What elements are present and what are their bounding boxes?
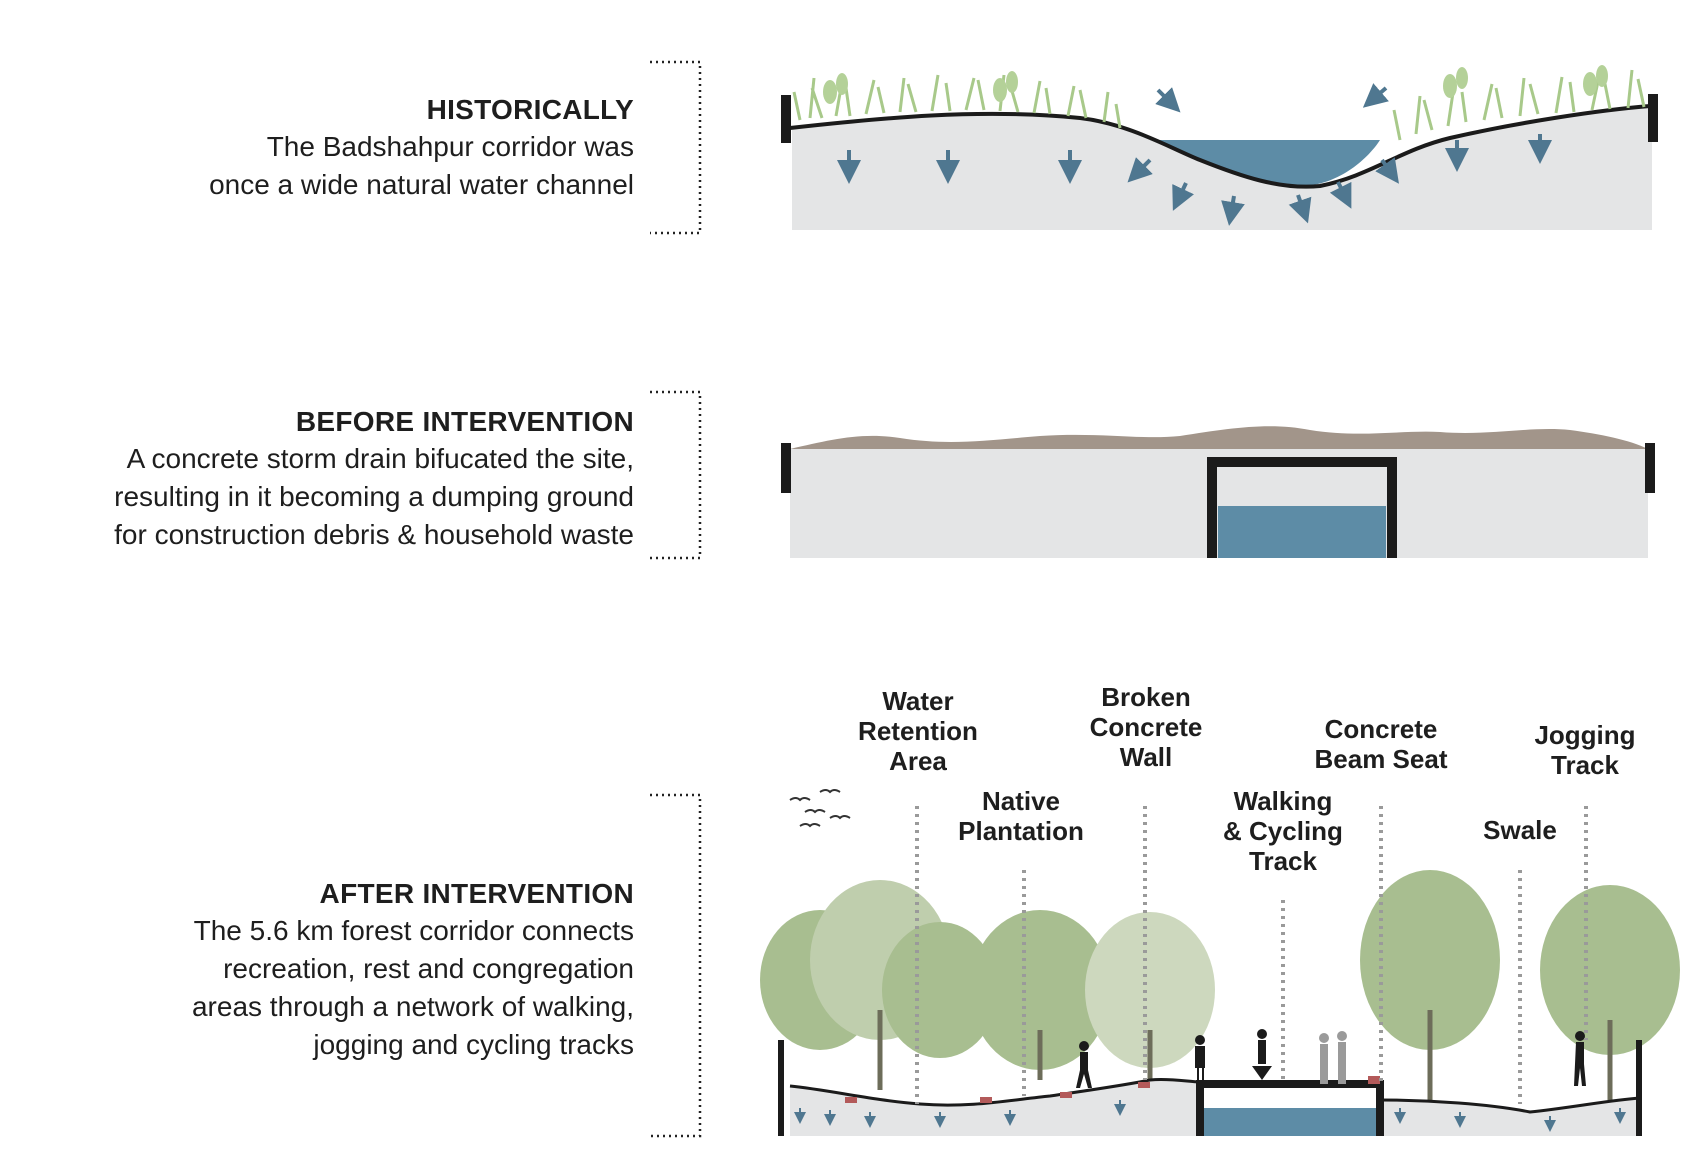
section-text-line: once a wide natural water channel xyxy=(209,169,634,200)
before-caption: BEFORE INTERVENTION A concrete storm dra… xyxy=(114,404,634,554)
birds xyxy=(789,789,851,828)
people xyxy=(1076,1029,1586,1088)
water-channel xyxy=(1150,140,1380,186)
debris-layer xyxy=(790,426,1648,449)
storm-drain-box xyxy=(1207,457,1397,558)
trees xyxy=(760,870,1680,1070)
section-text-line: areas through a network of walking, xyxy=(191,991,634,1022)
section-heading: HISTORICALLY xyxy=(426,94,634,125)
walking-couple xyxy=(1319,1031,1347,1084)
beam-seats xyxy=(845,1076,1380,1103)
section-text-line: for construction debris & household wast… xyxy=(114,519,634,550)
section-heading: BEFORE INTERVENTION xyxy=(295,406,634,437)
drainage-arrows xyxy=(794,1100,1626,1132)
section-text-line: jogging and cycling tracks xyxy=(313,1029,634,1060)
after-section xyxy=(760,789,1680,1136)
drain-box xyxy=(1196,1080,1384,1136)
bracket-historically xyxy=(650,60,702,235)
leader-lines xyxy=(915,806,1588,1104)
section-text-line: recreation, rest and congregation xyxy=(223,953,634,984)
before-section xyxy=(781,426,1655,558)
label-swale: Swale xyxy=(1483,815,1557,845)
label-broken-concrete-wall: Broken Concrete Wall xyxy=(1089,682,1203,772)
label-native-plantation: Native Plantation xyxy=(958,786,1084,846)
drain-water xyxy=(1204,1108,1376,1136)
historical-section xyxy=(781,65,1658,230)
label-walking-cycling-track: Walking & Cycling Track xyxy=(1223,786,1343,876)
historically-caption: HISTORICALLY The Badshahpur corridor was… xyxy=(209,92,634,204)
bracket-after xyxy=(650,793,702,1138)
grass xyxy=(792,69,1646,141)
section-heading: AFTER INTERVENTION xyxy=(319,878,634,909)
label-concrete-beam-seat: Concrete Beam Seat xyxy=(1314,714,1448,774)
infiltration-arrows xyxy=(837,83,1552,226)
section-text-line: resulting in it becoming a dumping groun… xyxy=(114,481,634,512)
label-water-retention-area: Water Retention Area xyxy=(858,686,978,776)
section-text-line: The 5.6 km forest corridor connects xyxy=(193,915,634,946)
section-text-line: The Badshahpur corridor was xyxy=(266,131,634,162)
storm-drain-water xyxy=(1218,506,1386,558)
section-text-line: A concrete storm drain bifucated the sit… xyxy=(126,443,634,474)
label-jogging-track: Jogging Track xyxy=(1534,720,1636,780)
leaf-clusters xyxy=(823,65,1608,104)
tree-trunks xyxy=(877,1010,1613,1100)
bracket-before xyxy=(650,390,702,560)
after-caption: AFTER INTERVENTION The 5.6 km forest cor… xyxy=(192,876,634,1064)
